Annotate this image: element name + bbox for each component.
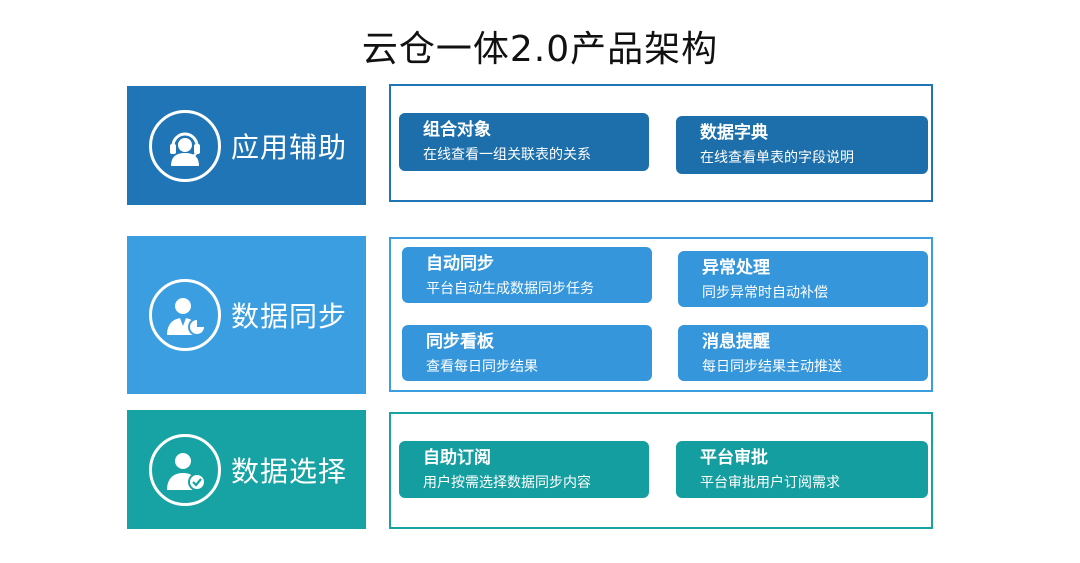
card-auto-sync: 自动同步 平台自动生成数据同步任务 [402,247,652,303]
card-desc: 在线查看单表的字段说明 [700,150,854,166]
icon-circle [149,279,221,351]
page-title: 云仓一体2.0产品架构 [361,29,719,70]
card-desc: 每日同步结果主动推送 [702,359,842,375]
card-title: 组合对象 [423,120,491,140]
row-label-text: 应用辅助 [231,130,348,164]
card-desc: 用户按需选择数据同步内容 [423,475,591,491]
card-composite-object: 组合对象 在线查看一组关联表的关系 [399,113,649,171]
card-title: 平台审批 [700,448,768,468]
icon-circle [149,109,221,182]
card-title: 自助订阅 [423,448,491,468]
card-message-reminder: 消息提醒 每日同步结果主动推送 [678,325,928,381]
card-desc: 平台审批用户订阅需求 [700,475,840,491]
row-label-text: 数据同步 [231,300,348,333]
card-desc: 同步异常时自动补偿 [702,285,828,301]
card-title: 消息提醒 [702,332,770,352]
card-desc: 在线查看一组关联表的关系 [423,147,591,163]
card-desc: 查看每日同步结果 [426,359,538,375]
card-title: 同步看板 [426,332,494,352]
card-desc: 平台自动生成数据同步任务 [426,281,594,297]
card-data-dictionary: 数据字典 在线查看单表的字段说明 [676,116,928,174]
row-label-application-assist: 应用辅助 [127,86,366,205]
headset-agent-icon [170,132,200,166]
card-sync-dashboard: 同步看板 查看每日同步结果 [402,325,652,381]
card-self-subscribe: 自助订阅 用户按需选择数据同步内容 [399,441,649,498]
card-title: 数据字典 [700,123,768,143]
card-title: 自动同步 [426,254,494,274]
row-label-text: 数据选择 [231,454,348,488]
row-label-data-sync: 数据同步 [127,236,366,394]
card-title: 异常处理 [702,258,770,278]
user-chart-icon [167,298,206,336]
card-exception-handling: 异常处理 同步异常时自动补偿 [678,251,928,307]
card-platform-approval: 平台审批 平台审批用户订阅需求 [676,441,928,498]
user-check-icon [167,452,206,491]
icon-circle [149,433,221,506]
row-label-data-selection: 数据选择 [127,410,366,529]
